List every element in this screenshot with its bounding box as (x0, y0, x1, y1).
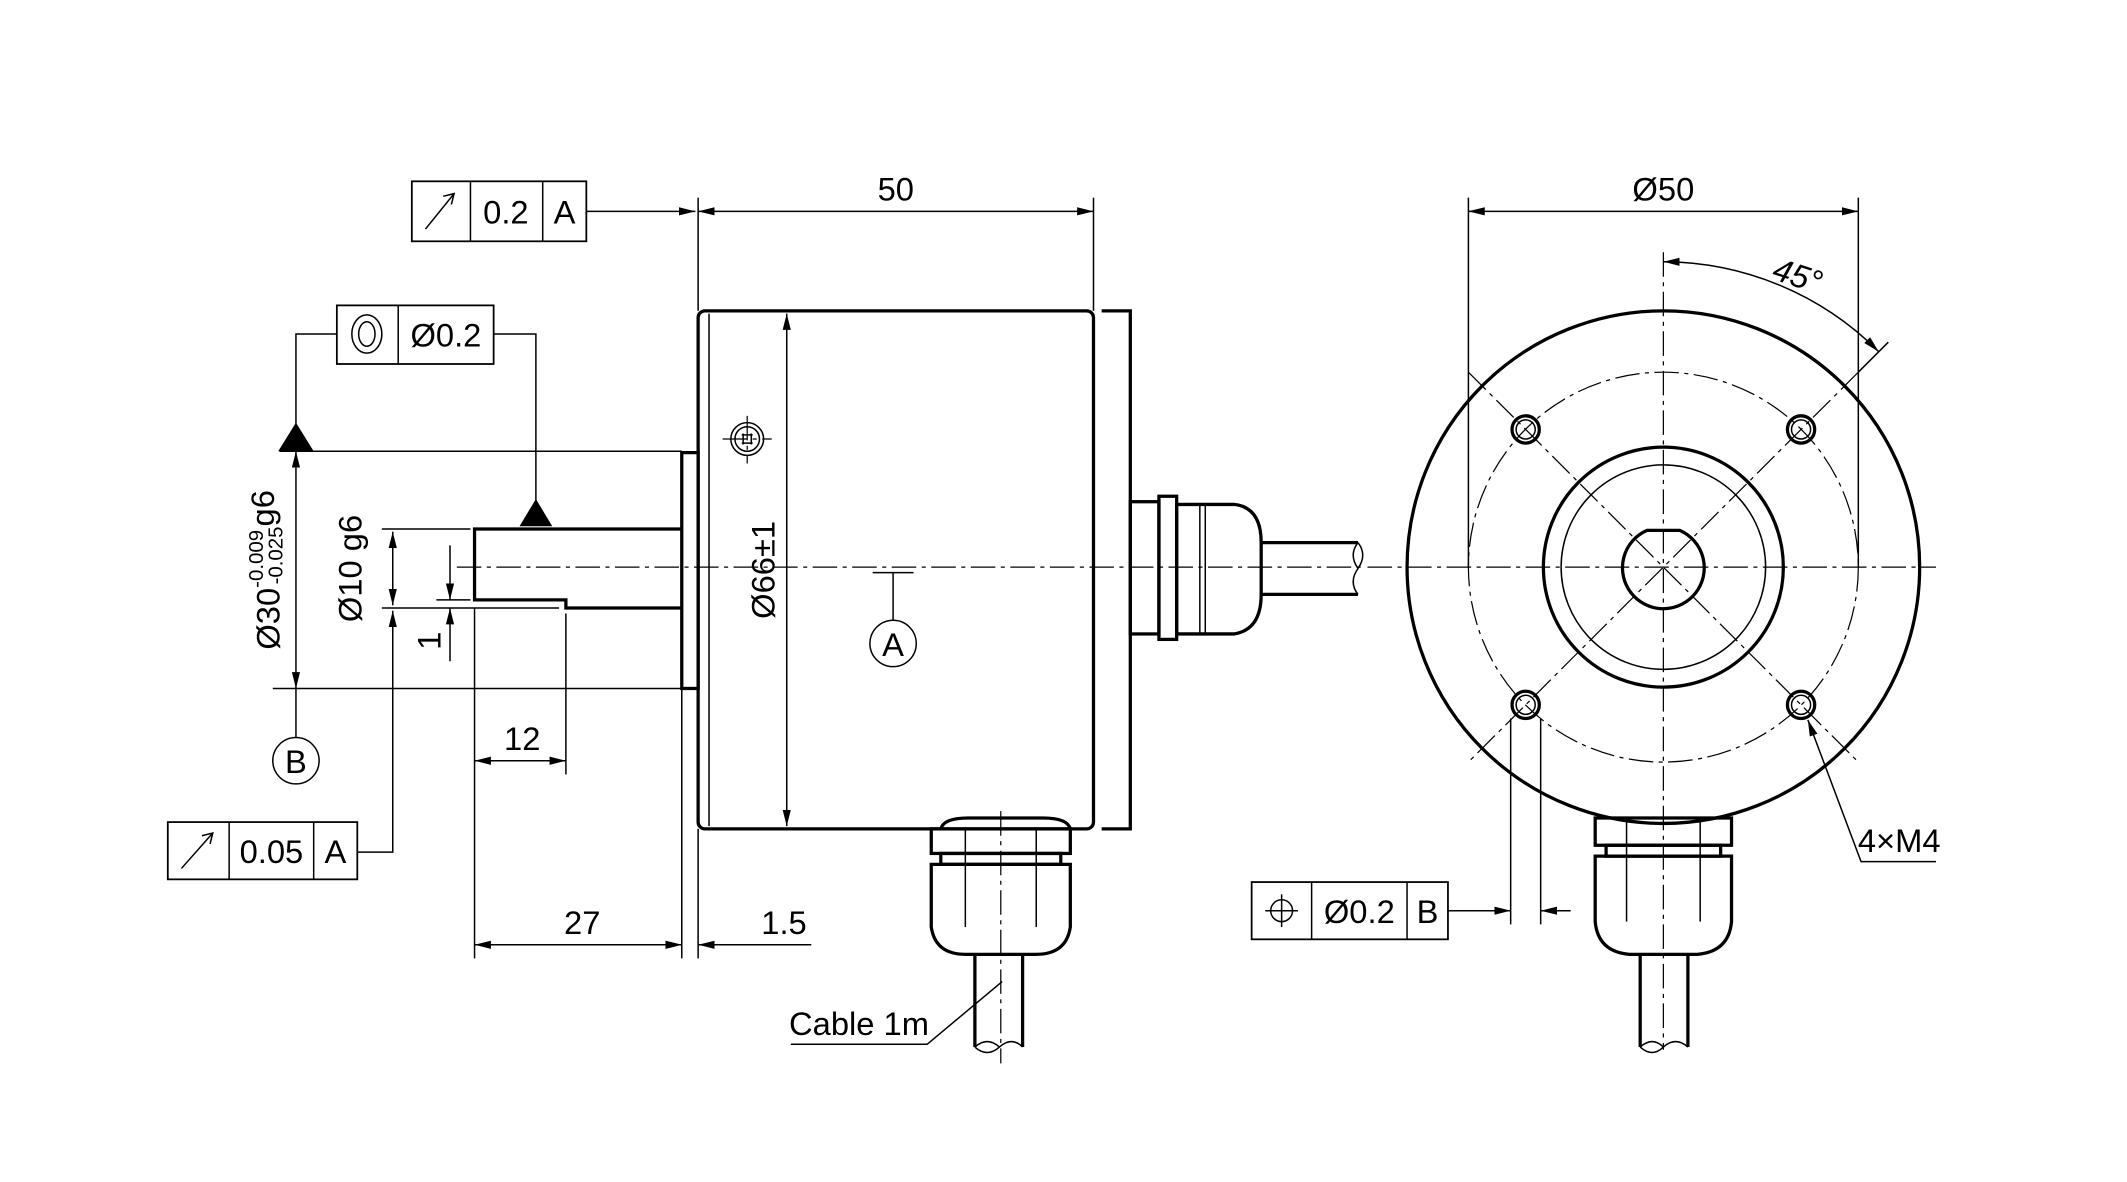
hub-outer (1541, 445, 1785, 689)
shaft (472, 527, 682, 610)
dim-pilot-length: 1.5 (761, 904, 806, 941)
runout-icon (424, 192, 456, 230)
side-view: 50 Ø66±1 A 0.2 A (166, 170, 1364, 1064)
concentricity-icon (351, 314, 383, 354)
dim-body-length: 50 (878, 170, 914, 207)
fcf-tolerance: Ø0.2 (410, 316, 481, 353)
fcf-tolerance: 0.05 (240, 833, 304, 870)
dim-flat-depth: 1 (410, 632, 447, 650)
fcf-runout-bottom: 0.05 A (166, 610, 397, 881)
fcf-datum: A (325, 833, 347, 870)
front-view: Ø50 45° 4×M4 Ø0.2 B (1250, 170, 1941, 1054)
rear-cover (1101, 309, 1132, 831)
screw-icon (722, 415, 772, 464)
cable-label: Cable 1m (789, 1005, 929, 1042)
hub-inner (1560, 464, 1767, 671)
cable-gland-front (1593, 816, 1734, 1054)
fcf-tolerance: 0.2 (483, 194, 528, 231)
dim-flat-length: 12 (504, 720, 540, 757)
fcf-tolerance: Ø0.2 (1324, 893, 1395, 930)
shaft-end (1620, 528, 1706, 611)
cable-gland-bottom (929, 811, 1072, 1064)
mounting-holes (1510, 414, 1817, 721)
dim-shaft-diameter: Ø10 g6 (331, 515, 368, 622)
dim-bolt-circle: Ø50 (1632, 170, 1694, 207)
fcf-concentricity: Ø0.2 (278, 304, 553, 527)
fcf-datum: A (554, 194, 576, 231)
dim-flange-diameter: Ø30-0.009-0.025g6 (244, 490, 287, 650)
datum-a-label: A (882, 626, 904, 663)
position-icon (1265, 894, 1298, 928)
datum-b-label: B (285, 743, 307, 780)
dim-body-diameter: Ø66±1 (744, 521, 781, 619)
runout-icon (180, 831, 214, 869)
cable-gland-rear (1128, 494, 1364, 642)
fcf-runout-top: 0.2 A (410, 180, 696, 243)
fcf-datum: B (1417, 893, 1439, 930)
dim-shaft-length: 27 (564, 904, 600, 941)
dim-angle: 45° (1769, 250, 1827, 300)
fcf-position: Ø0.2 B (1250, 881, 1449, 941)
pilot-flange (680, 450, 700, 691)
thread-callout: 4×M4 (1858, 822, 1941, 859)
